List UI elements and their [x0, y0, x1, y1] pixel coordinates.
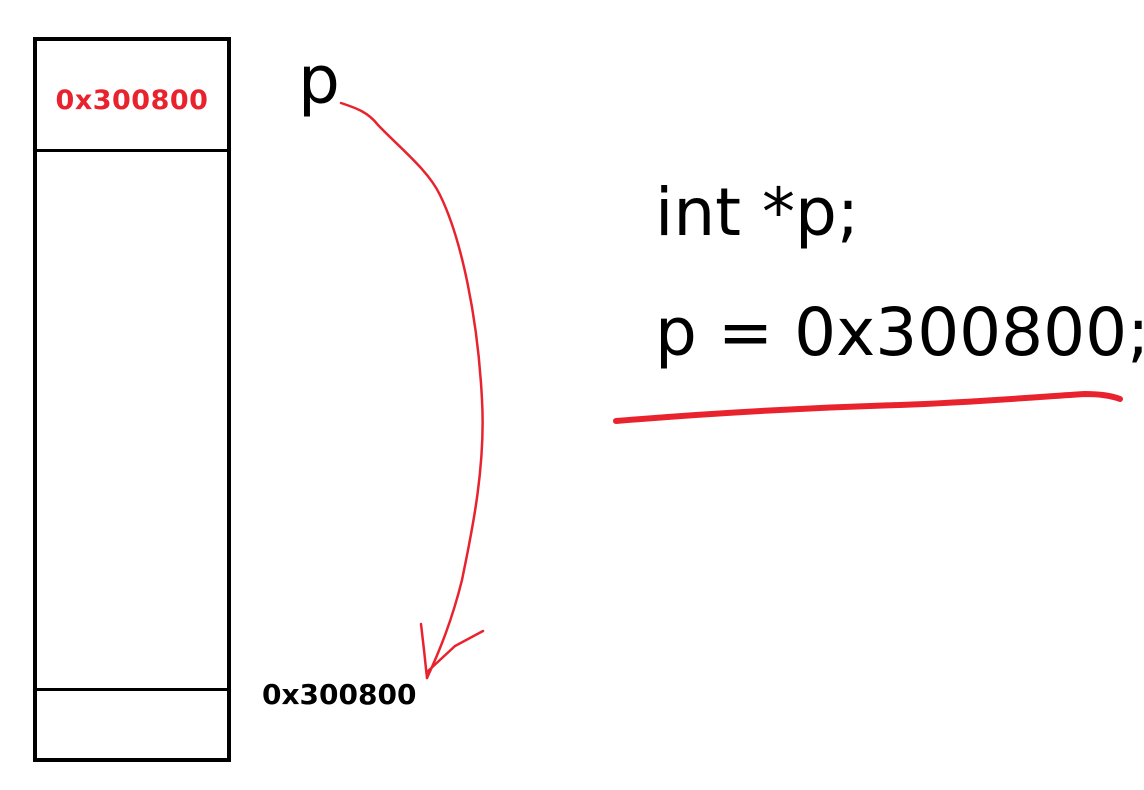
code-assignment: p = 0x300800; [655, 294, 1144, 371]
pointer-arrow-head-right [425, 629, 485, 674]
memory-divider-bottom [37, 688, 227, 691]
memory-block: 0x300800 [33, 37, 231, 762]
code-declaration: int *p; [655, 174, 860, 251]
pointer-arrow-head-left [419, 622, 429, 680]
target-address-label: 0x300800 [262, 678, 417, 711]
pointer-cell-value: 0x300800 [55, 85, 209, 116]
pointer-variable-label: p [298, 42, 340, 119]
pointer-arrow-curve [339, 101, 484, 680]
memory-divider-top [37, 149, 227, 152]
code-underline [613, 390, 1123, 424]
